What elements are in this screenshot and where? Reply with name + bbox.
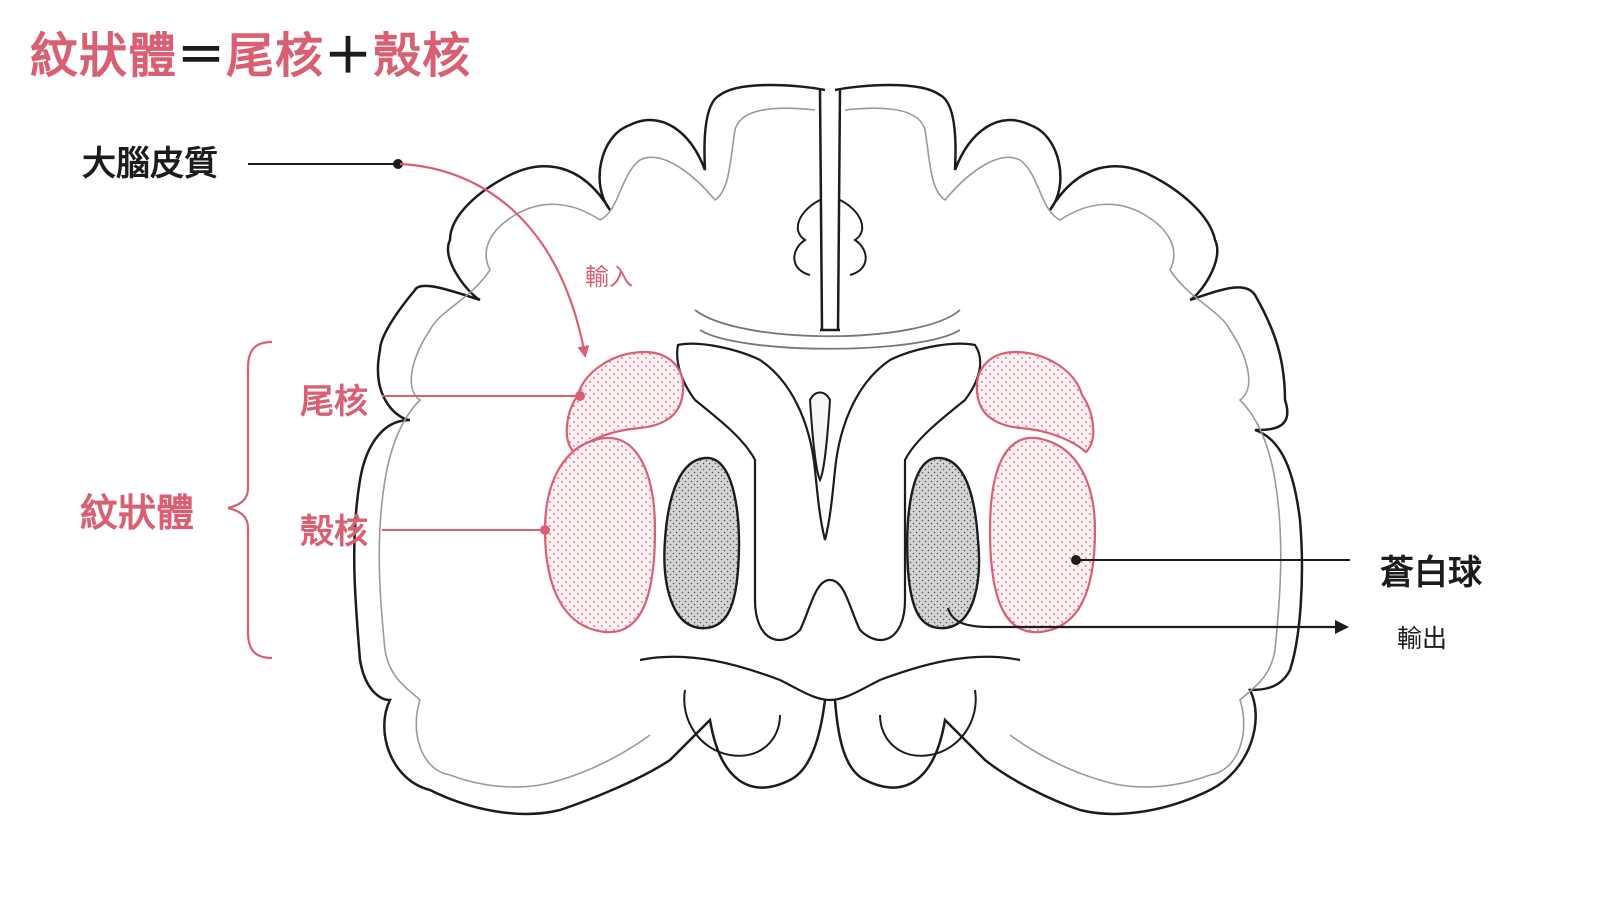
label-putamen: 殼核 [300,512,368,552]
page-title: 紋狀體＝尾核＋殼核 [30,32,471,80]
putamen-right [988,437,1097,634]
label-caudate: 尾核 [300,382,368,422]
right-inner-gyri [844,107,1282,788]
striatum-brace [227,340,273,660]
title-equals: ＝ [177,28,227,84]
putamen-left [543,437,657,634]
title-caudate: 尾核 [226,28,325,84]
label-cortex: 大腦皮質 [82,144,218,184]
cingulate-folds [793,199,867,276]
putamen-dot [540,525,550,535]
title-striatum: 紋狀體 [30,28,178,84]
output-arrow [946,607,1349,634]
title-plus: ＋ [324,28,374,84]
caudate-right [975,350,1095,454]
globus-pallidus-left [663,456,741,630]
input-arrow [399,162,590,358]
left-inner-gyri [378,107,816,788]
hippocampus-left [683,689,781,757]
lateral-ventricles [676,342,982,641]
label-output: 輸出 [1397,624,1448,653]
temporal-base [639,655,1021,702]
cortex-dot [393,159,403,169]
label-input: 輸入 [585,263,633,291]
hippocampus-right [879,689,977,757]
caudate-dot [575,391,585,401]
label-striatum: 紋狀體 [80,491,195,535]
globus-pallidus-dot [1071,555,1081,565]
third-ventricle [808,391,832,483]
globus-pallidus-right [906,456,981,630]
right-hemisphere-outline [833,83,1304,816]
title-putamen: 殼核 [373,28,472,84]
left-hemisphere-outline [352,83,827,816]
corpus-callosum [694,309,961,350]
caudate-left [565,350,685,454]
longitudinal-fissure [818,89,842,332]
label-globus-pallidus: 蒼白球 [1380,553,1482,593]
